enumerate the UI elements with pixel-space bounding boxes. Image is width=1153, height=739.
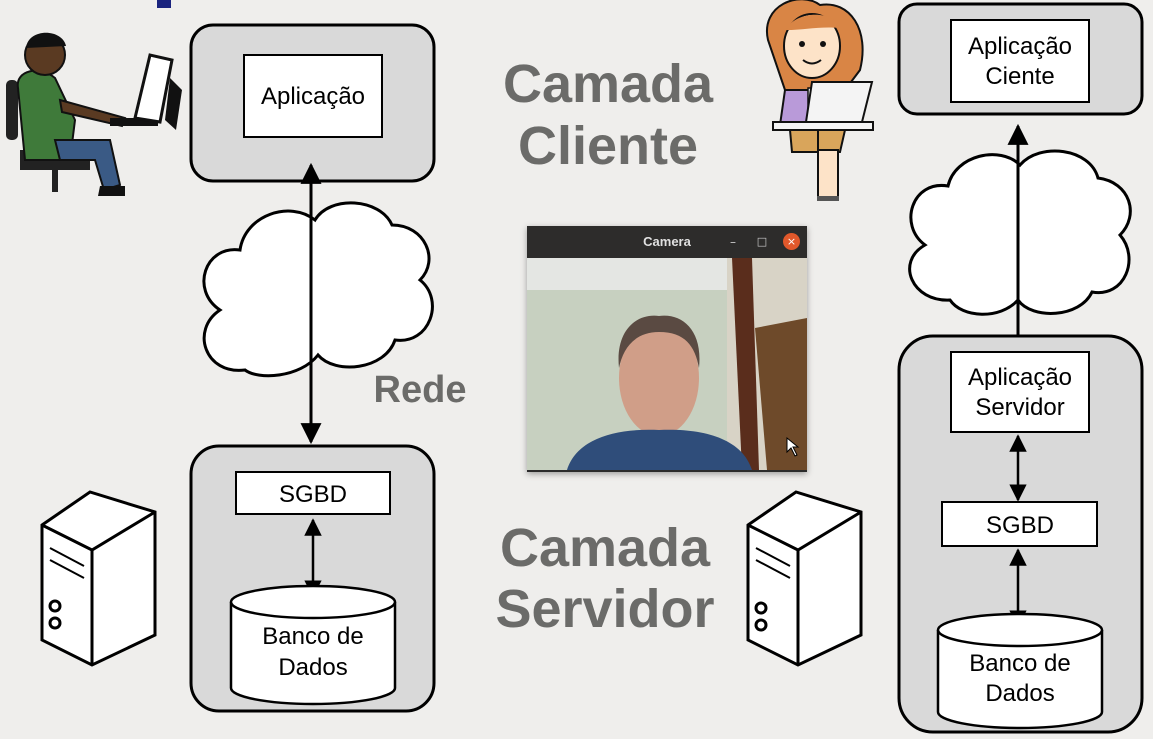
left-sgbd-label: SGBD [279,481,347,508]
minimize-button[interactable]: – [730,235,736,249]
server-tower-icon [746,490,863,667]
camera-window[interactable]: Camera – □ × [527,226,807,472]
left-db-label-line1: Banco de [262,623,363,650]
man-at-computer-icon [6,32,182,196]
mouse-cursor-icon [786,436,800,457]
maximize-button[interactable]: □ [756,235,768,248]
camera-window-title: Camera [643,234,691,249]
server-layer-title-line2: Servidor [495,579,714,639]
network-label: Rede [374,369,467,411]
close-button[interactable]: × [783,233,800,250]
camera-titlebar[interactable]: Camera – □ × [527,226,807,258]
woman-at-laptop-icon [765,0,874,201]
right-server-app-label-line2: Servidor [975,394,1064,421]
left-client-app-label: Aplicação [261,83,365,110]
left-client-box: Aplicação [189,23,436,183]
cloud-icon [908,149,1132,316]
camera-video-feed [527,258,807,470]
right-db-label-line2: Dados [985,680,1054,707]
right-db-label-line1: Banco de [969,650,1070,677]
right-client-app-label-line2: Ciente [985,63,1054,90]
left-server-box: SGBD Banco de Dados [189,444,436,713]
server-layer-title-line1: Camada [500,518,711,578]
title-fragment [157,0,171,8]
client-layer-title-line1: Camada [503,54,714,114]
cloud-icon [202,201,434,378]
server-tower-icon [40,490,157,667]
right-server-box: Aplicação Servidor SGBD Banco de Dados [897,334,1144,734]
left-db-label-line2: Dados [278,654,347,681]
right-client-box: Aplicação Ciente [897,2,1144,116]
right-sgbd-label: SGBD [986,512,1054,539]
client-layer-title-line2: Cliente [518,116,698,176]
right-server-app-label-line1: Aplicação [968,364,1072,391]
right-client-app-label-line1: Aplicação [968,33,1072,60]
